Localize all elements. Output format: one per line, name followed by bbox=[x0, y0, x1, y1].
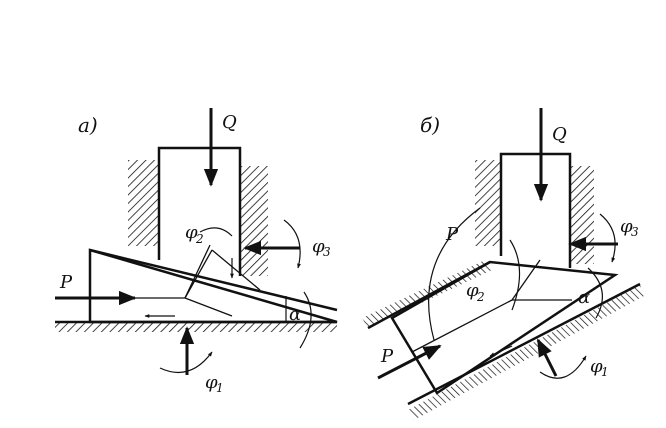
angle-label-phi2-sub: 2 bbox=[195, 232, 204, 246]
angle-arc-phi1 bbox=[159, 351, 213, 374]
wedge-b bbox=[390, 260, 619, 395]
load-label-q-b: Q bbox=[552, 124, 567, 145]
guide-left-wall bbox=[128, 160, 159, 246]
wedge bbox=[88, 248, 338, 324]
angle-label-phi3-sub-b: 3 bbox=[631, 225, 639, 239]
angle-label-alpha-b: α bbox=[578, 287, 590, 308]
angle-label-phi1: φ bbox=[205, 372, 218, 393]
force-arrow-p-b bbox=[377, 344, 442, 380]
angle-label-phi2-sub-b: 2 bbox=[476, 290, 485, 304]
angle-arc-phi3 bbox=[283, 219, 301, 269]
angle-label-phi2-b: φ bbox=[466, 280, 479, 301]
force-line-b1 bbox=[411, 299, 513, 353]
plunger bbox=[157, 146, 242, 276]
panel-b: б) Q P P φ 1 bbox=[362, 108, 644, 420]
angle-label-phi3-b: φ bbox=[620, 216, 633, 237]
angle-label-phi1-sub: 1 bbox=[216, 381, 224, 395]
lower-incline-hatch bbox=[408, 285, 644, 420]
angle-label-phi3-sub: 3 bbox=[323, 245, 331, 259]
angle-label-phi1-sub-b: 1 bbox=[601, 365, 609, 379]
angle-label-phi3: φ bbox=[312, 236, 325, 257]
panel-a: а) Q P φ 1 φ 2 bbox=[55, 108, 338, 395]
force-line-2 bbox=[211, 249, 261, 291]
panel-a-label: а) bbox=[78, 113, 98, 137]
angle-arc-phi3-b bbox=[599, 213, 616, 263]
angle-label-phi1-b: φ bbox=[590, 356, 603, 377]
angle-arc-alpha-b bbox=[587, 267, 603, 319]
reaction-arrow-bottom-b bbox=[536, 338, 558, 377]
angle-arc-phi2 bbox=[199, 227, 233, 237]
force-line-1 bbox=[184, 249, 213, 299]
guide-left-wall-b bbox=[475, 160, 501, 246]
force-label-p-b: P bbox=[380, 346, 394, 367]
ground-hatch bbox=[55, 322, 337, 332]
resultant-arc bbox=[428, 207, 481, 341]
plunger-b bbox=[499, 152, 572, 268]
angle-arc-alpha bbox=[299, 291, 312, 349]
angle-label-alpha: α bbox=[289, 304, 301, 325]
upper-incline-hatch bbox=[362, 260, 492, 328]
guide-right-wall-b bbox=[570, 166, 594, 264]
angle-arc-phi2-b bbox=[509, 239, 521, 311]
panel-b-label: б) bbox=[420, 113, 440, 137]
resultant-label: P bbox=[445, 224, 459, 245]
wedge-top-edge bbox=[89, 248, 338, 312]
lower-incline-line bbox=[407, 282, 641, 406]
force-label-p: P bbox=[59, 272, 73, 293]
force-polygon bbox=[90, 244, 233, 317]
angle-arc-phi1-b bbox=[539, 355, 587, 379]
reaction-inner-arrow-b bbox=[489, 345, 513, 357]
load-label-q: Q bbox=[222, 112, 237, 133]
guide-right-wall bbox=[240, 166, 268, 276]
angle-label-phi2: φ bbox=[185, 222, 198, 243]
